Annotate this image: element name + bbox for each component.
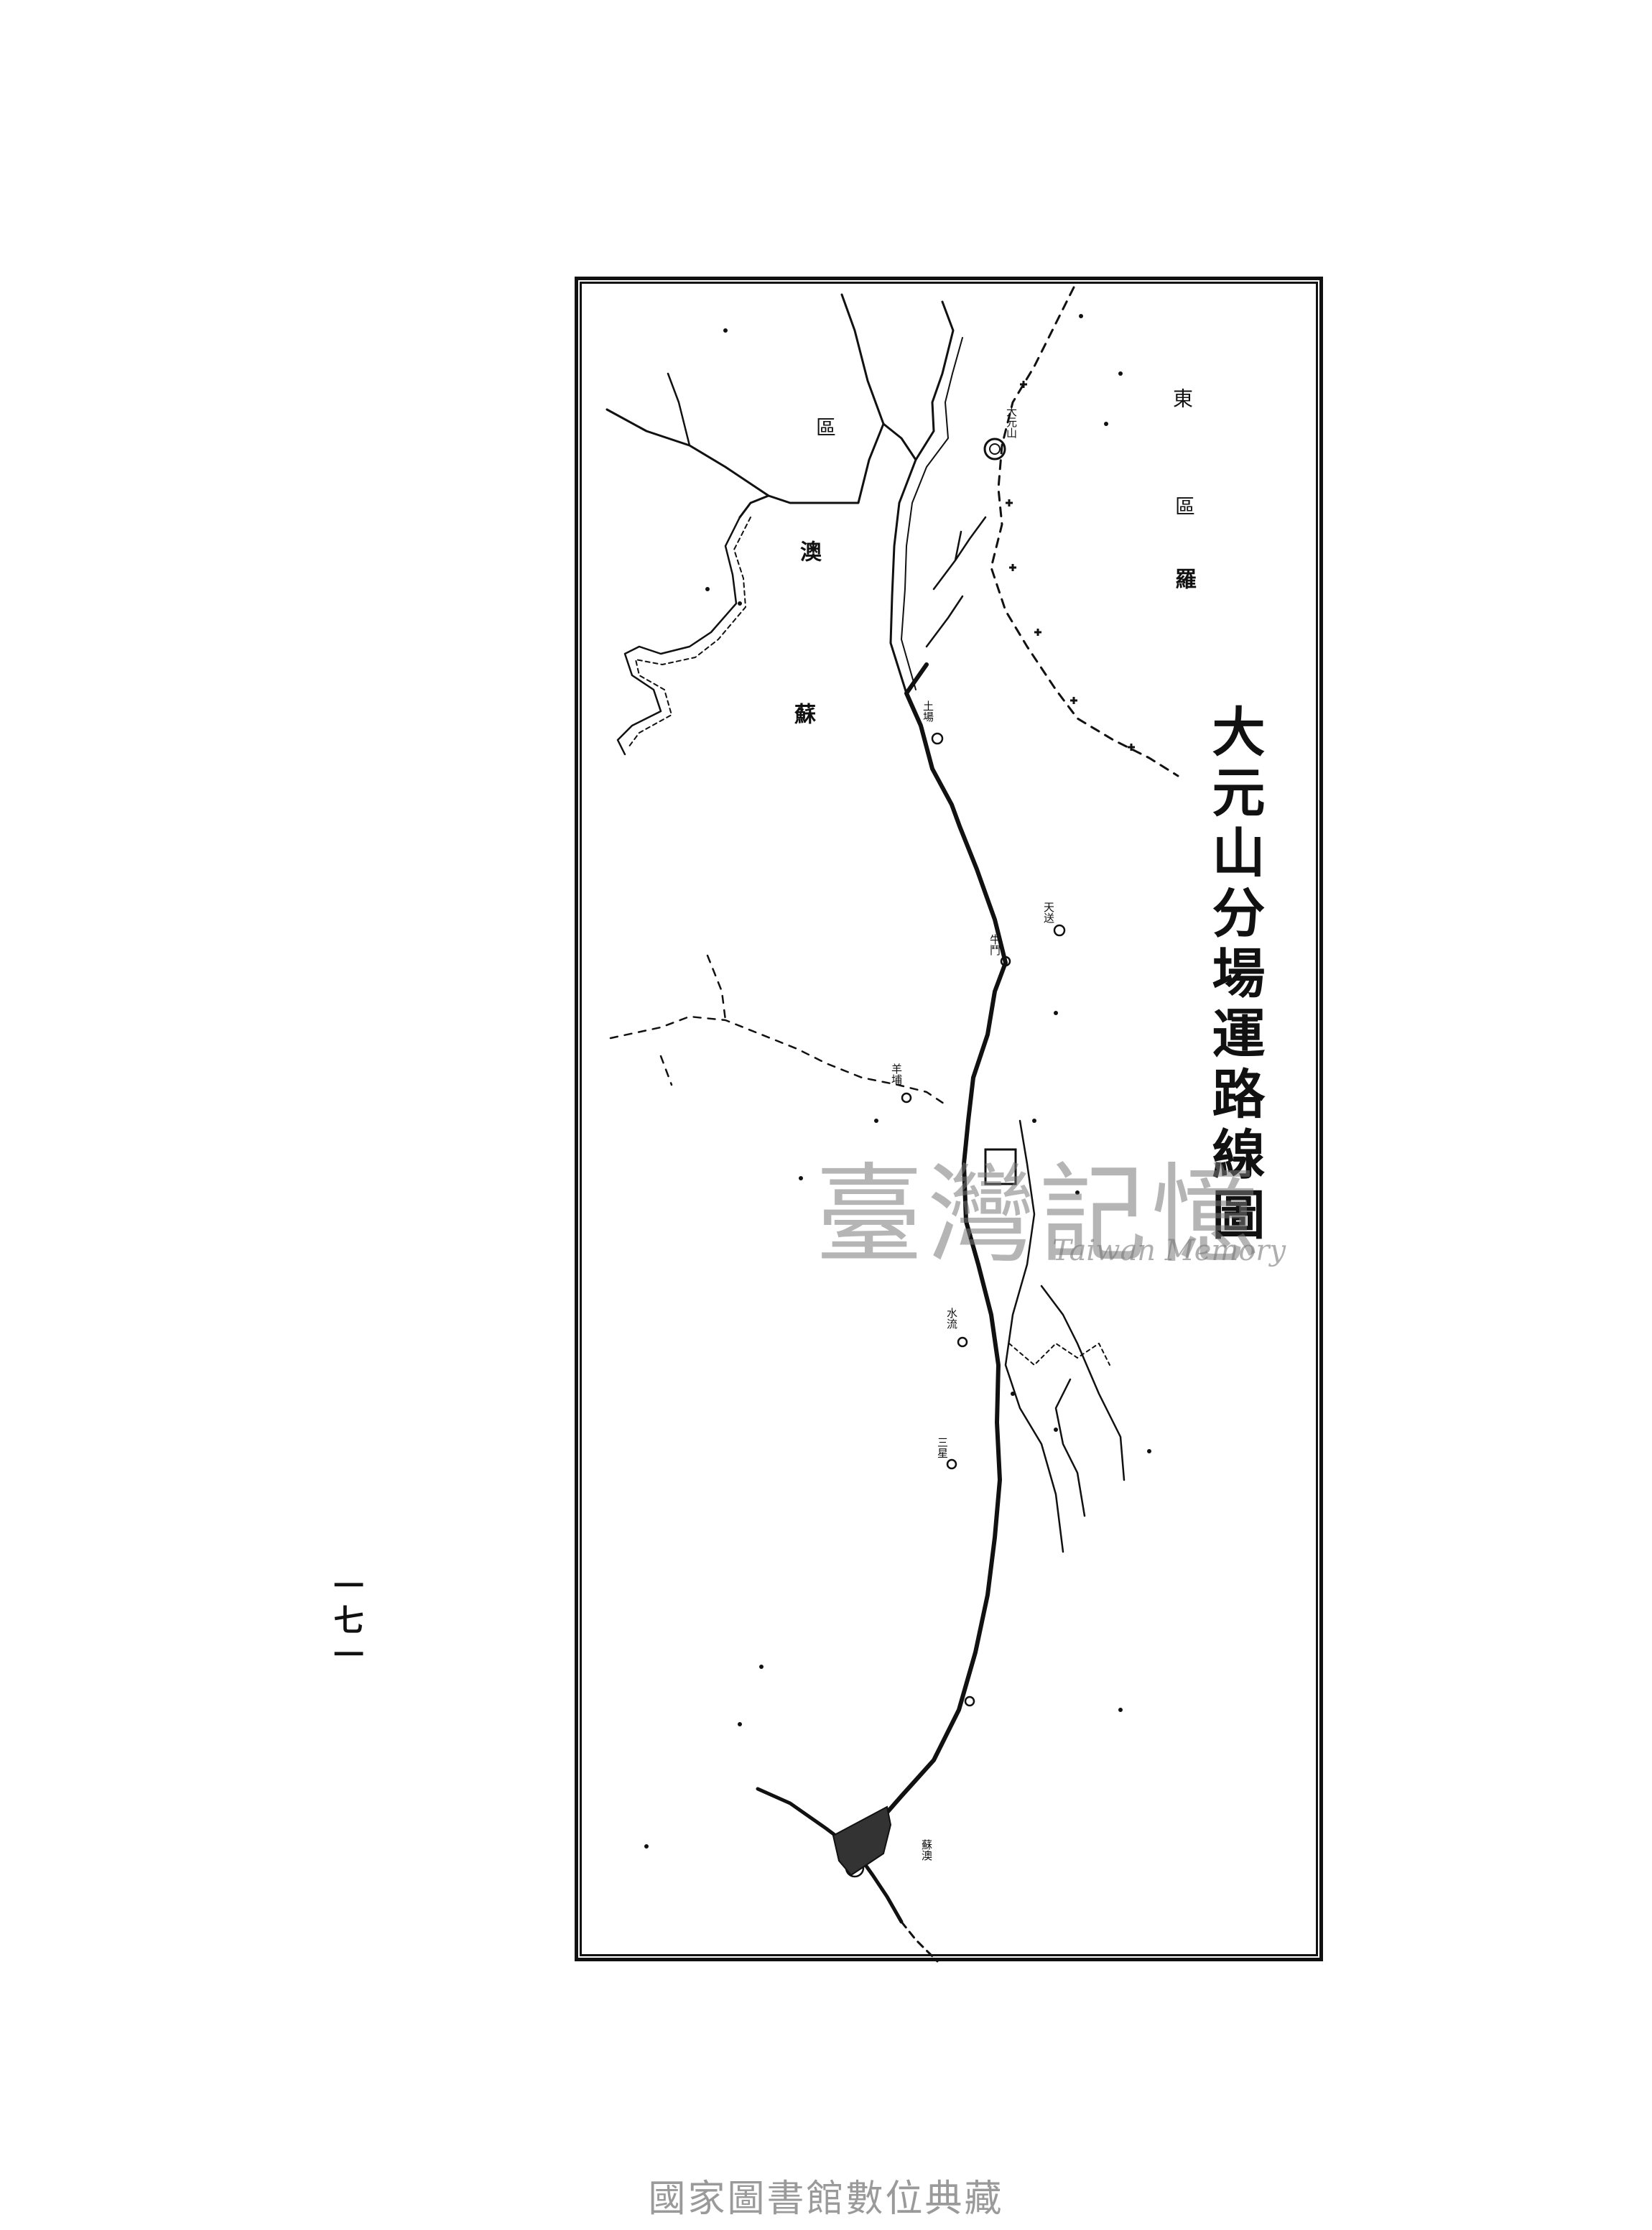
boundary-line-middle [609, 1015, 950, 1108]
region-label-xin: 蘇 [790, 703, 815, 724]
main-railway-line [853, 662, 1008, 1852]
bottom-railway-dashed [900, 1920, 939, 1963]
page-number: 一七一 [329, 1570, 364, 1673]
map-title: 大元山分場運路線圖 [1203, 704, 1265, 1247]
left-river-bank [628, 517, 751, 748]
tributary-2 [738, 422, 885, 519]
region-label-ku: 區 [1172, 496, 1196, 516]
region-label-ao: 澳 [796, 540, 821, 562]
region-label-luo: 羅 [1171, 568, 1196, 589]
tributary-1 [840, 293, 917, 461]
place-label-tianshi: 天送 [1042, 902, 1055, 923]
tributary-3 [605, 408, 770, 497]
place-label-tuchang: 土場 [922, 700, 934, 722]
terrain-dots [644, 314, 1151, 1849]
boundary-cross-marks [1006, 381, 1135, 751]
left-river [616, 516, 741, 756]
place-label-niudou: 牛鬥 [988, 934, 1001, 956]
upper-river-bank [901, 337, 963, 690]
place-label-dayuan: 大元山 [1005, 406, 1018, 438]
footer-credit: 國家圖書館數位典藏 [648, 2178, 1004, 2221]
station-block [984, 1148, 1017, 1185]
map-frame [575, 277, 1323, 1961]
watermark-english: Taiwan Memory [1052, 1234, 1286, 1267]
region-label-qu: 區 [813, 417, 837, 437]
lower-river-bank [1008, 1343, 1110, 1366]
place-label-shuiliu: 水流 [945, 1308, 958, 1329]
mountain-station-emblem [983, 438, 1006, 461]
place-label-sanxing: 三星 [936, 1437, 949, 1458]
lower-river [1004, 1119, 1126, 1553]
upper-river [889, 300, 955, 695]
boundary-line-short [659, 954, 727, 1086]
region-label-dong: 東 [1170, 388, 1194, 408]
tributary-4 [667, 372, 691, 447]
town-block [832, 1805, 892, 1877]
right-branch [925, 516, 987, 648]
boundary-line-top [990, 286, 1179, 777]
place-markers [845, 732, 1066, 1878]
place-label-suhuan: 蘇澳 [920, 1839, 933, 1861]
watermark-text: 臺灣記憶 [815, 1153, 1264, 1278]
place-label-yangbuluo: 羊埔 [890, 1063, 903, 1085]
